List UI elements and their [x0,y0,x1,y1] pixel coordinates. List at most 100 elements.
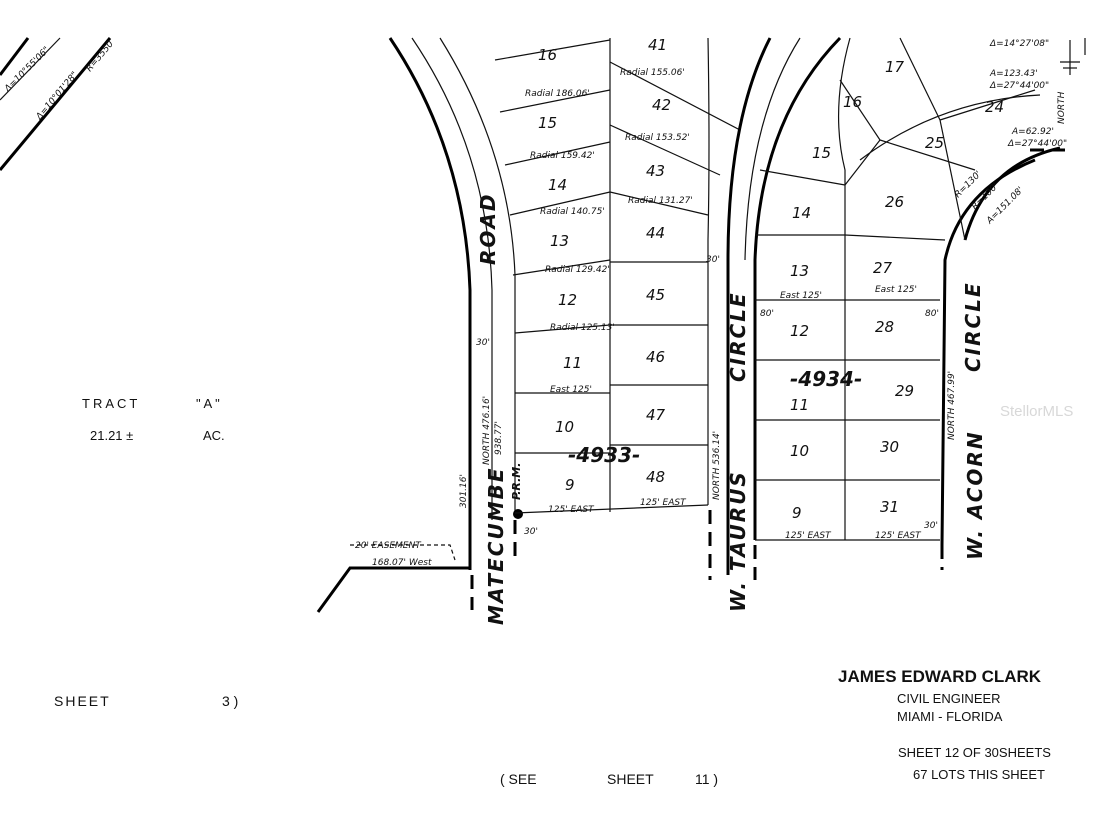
north-arrow-icon [1060,38,1086,75]
tract-unit: AC. [203,428,225,443]
lot-number: 43 [646,162,665,180]
block-4933-east-line [707,37,710,505]
arc-label: Δ=27°44'00" [1007,139,1067,149]
dim-label: Radial 159.42' [530,151,595,161]
title-block: JAMES EDWARD CLARK CIVIL ENGINEER MIAMI … [838,667,1051,782]
dim-label: 30' [706,255,720,265]
lot-number: 11 [563,354,582,372]
lot-number: 10 [790,442,809,460]
lot-number: 25 [925,134,944,152]
dim-label: 30' [524,527,538,537]
dim-label: 30' [476,338,490,348]
dim-label: Radial 140.75' [540,207,605,217]
dim-label: Radial 186.06' [525,89,590,99]
matecumbe-west-line [388,37,472,570]
lot-number: 24 [985,98,1004,116]
taurus-west-line [726,37,772,575]
lot-number: 12 [558,291,577,309]
lot-number: 41 [648,36,667,54]
lot-number: 26 [885,193,904,211]
engineer-title: CIVIL ENGINEER [897,691,1001,706]
lot-number: 11 [790,396,809,414]
lot-number: 44 [646,224,665,242]
dim-label: 125' EAST [785,531,832,541]
lot-number: 17 [885,58,905,76]
sheet-ref-label: SHEET [54,693,111,709]
prm-marker [513,509,523,519]
arc-line [0,37,112,171]
lot-count: 67 LOTS THIS SHEET [913,767,1045,782]
tract-name: " A " [196,396,220,411]
dim-label: East 125' [550,385,592,395]
taurus-center-line [744,37,801,261]
dim-label: Radial 125.13' [550,323,615,333]
lot-number: 46 [646,348,665,366]
block-number: -4934- [790,367,862,391]
easement-label: 20' EASEMENT [355,541,422,551]
road-name-matecumbe: MATECUMBE [484,467,508,626]
road-dim: NORTH 467.99' [947,371,957,440]
lot-lines-4934 [755,37,1041,481]
road-name-taurus: W. TAURUS [726,470,750,612]
block-number: -4933- [568,443,640,467]
taurus-east-line [753,36,842,540]
arc-label: Δ=10°55'06" [2,45,52,95]
watermark: StellorMLS [1000,403,1073,420]
north-label: NORTH [1057,91,1067,124]
arc-line [0,37,30,76]
lot-number: 9 [792,504,802,522]
road-dim: NORTH 476.16' [482,396,492,465]
arc-label: Δ=14°27'08" [989,39,1049,49]
lot-number: 13 [550,232,569,250]
sheet-ref-see: ( SEE [500,771,537,787]
road-name-circle: CIRCLE [726,291,750,382]
lot-number: 29 [895,382,914,400]
lot-line [837,37,851,540]
lot-number: 13 [790,262,809,280]
sheet-ref-value: 11 ) [695,771,718,787]
matecumbe-center-line [411,37,493,520]
lot-number: 48 [646,468,665,486]
tract-area: 21.21 ± [90,428,133,443]
lot-number: 31 [880,498,899,516]
easement-dim: 168.07' West [372,558,432,568]
easement-line [350,544,456,561]
lot-lines-4933 [494,39,741,514]
dim-label: Radial 153.52' [625,133,690,143]
road-name-road: ROAD [476,193,500,265]
dim-label: 80' [760,309,774,319]
lot-number: 15 [812,144,831,162]
dim-label: East 125' [875,285,917,295]
engineer-name: JAMES EDWARD CLARK [838,667,1042,686]
acorn-west-line [940,158,1036,546]
dim-label: Radial 129.42' [545,265,610,275]
lot-number: 28 [875,318,894,336]
dim-label: East 125' [780,291,822,301]
dim-label: Radial 155.06' [620,68,685,78]
road-name-circle: CIRCLE [961,281,985,372]
dim-label: 125' EAST [548,505,595,515]
acorn-east-line [963,146,1061,241]
lot-number: 14 [548,176,567,194]
arc-label: Δ=27°44'00" [989,81,1049,91]
arc-line [0,37,61,101]
road-dim: 301.16' [459,474,469,508]
block-4933-west-line [439,37,516,515]
lot-number: 16 [538,46,557,64]
engineer-location: MIAMI - FLORIDA [897,709,1003,724]
arc-label: R=3550 [85,39,116,74]
lot-number: 14 [792,204,811,222]
sheet-number: SHEET 12 OF 30SHEETS [898,745,1051,760]
dim-label: 30' [924,521,938,531]
sheet-ref-label: SHEET [607,771,654,787]
arc-label: Δ=10°01'28" [34,70,80,123]
lot-number: 27 [873,259,893,277]
lot-number: 9 [565,476,575,494]
arc-label: A=62.92' [1011,127,1054,137]
arc-label: A=123.43' [989,69,1038,79]
lot-number: 10 [555,418,574,436]
road-dim: 938.77' [494,421,504,455]
sheet-ref-value: 3 ) [222,693,238,709]
tract-label: TRACT [82,396,140,411]
dim-label: Radial 131.27' [628,196,693,206]
